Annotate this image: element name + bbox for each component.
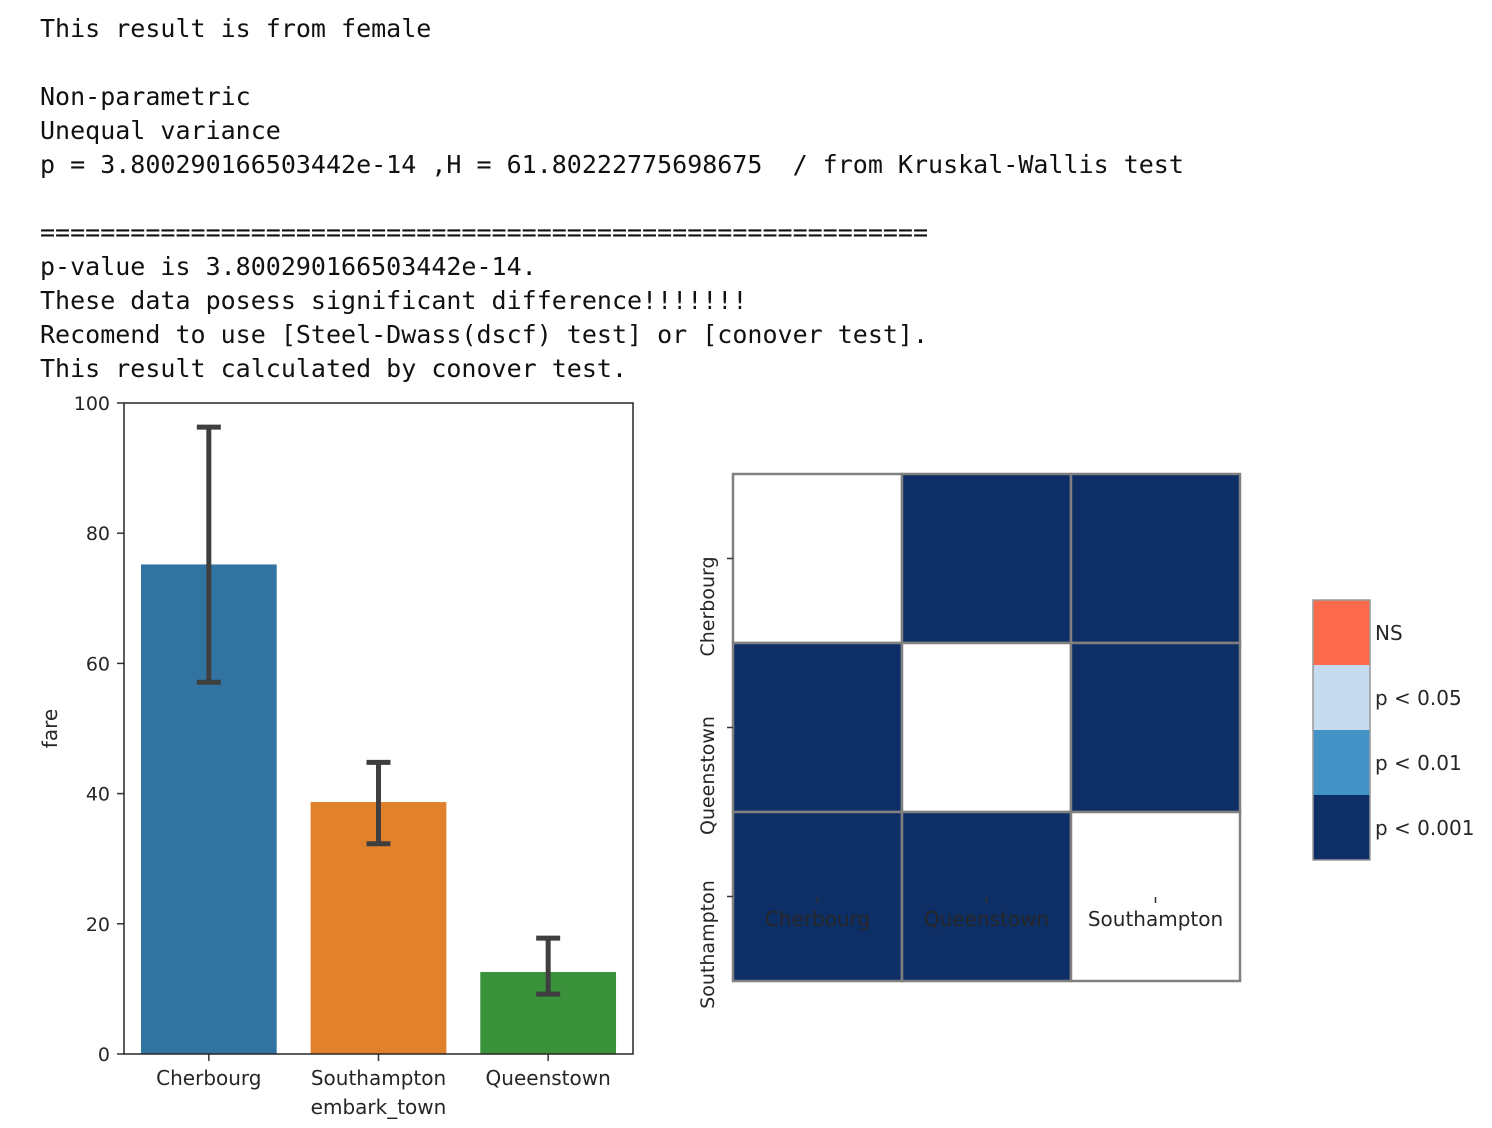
legend-label: NS	[1375, 621, 1403, 645]
row-label: Cherbourg	[697, 556, 719, 656]
col-label: Queenstown	[924, 907, 1049, 931]
legend-swatch	[1313, 600, 1370, 665]
x-axis-label: embark_town	[311, 1095, 447, 1119]
legend-label: p < 0.001	[1375, 816, 1474, 840]
y-tick-label: 20	[86, 914, 110, 936]
console-line: Non-parametric	[40, 82, 251, 111]
console-line: p = 3.800290166503442e-14 ,H = 61.802227…	[40, 150, 1184, 179]
legend-frame	[1312, 599, 1371, 861]
significance-legend: NS p < 0.05 p < 0.01 p < 0.001	[1312, 599, 1474, 861]
console-line: These data posess significant difference…	[40, 286, 748, 315]
console-line: Recomend to use [Steel-Dwass(dscf) test]…	[40, 320, 929, 349]
heatmap-cell	[900, 641, 1073, 814]
legend-swatch	[1313, 730, 1370, 795]
y-tick-label: 60	[86, 653, 110, 675]
console-line: Unequal variance	[40, 116, 281, 145]
legend-swatch	[1313, 795, 1370, 860]
heatmap-cell	[1069, 641, 1242, 814]
console-line: This result calculated by conover test.	[40, 354, 627, 383]
col-label: Cherbourg	[765, 907, 870, 931]
x-tick-label: Cherbourg	[156, 1066, 261, 1090]
row-label: Queenstown	[697, 716, 719, 835]
col-label: Southampton	[1088, 907, 1223, 931]
legend-swatch	[1313, 665, 1370, 730]
console-line: ========================================…	[40, 218, 929, 247]
row-label: Southampton	[697, 880, 719, 1009]
heatmap-cell	[731, 641, 904, 814]
y-tick-label: 0	[98, 1044, 110, 1066]
heatmap-cell	[1069, 810, 1242, 983]
heatmap-cell	[900, 810, 1073, 983]
x-tick-label: Southampton	[311, 1066, 446, 1090]
y-tick-label: 80	[86, 523, 110, 545]
console-line: p-value is 3.800290166503442e-14.	[40, 252, 537, 281]
heatmap-cell	[1069, 472, 1242, 645]
plot-frame	[123, 402, 634, 1055]
legend-label: p < 0.05	[1375, 686, 1462, 710]
heatmap-cell	[731, 810, 904, 983]
y-tick-label: 40	[86, 784, 110, 806]
y-tick-label: 100	[74, 393, 110, 415]
console-line: This result is from female	[40, 14, 432, 43]
y-axis-label: fare	[38, 709, 62, 748]
bar-chart: Cherbourg Southampton Queenstown 0 20 40 60 80 1…	[38, 393, 634, 1119]
heatmap-cell	[731, 472, 904, 645]
legend-label: p < 0.01	[1375, 751, 1462, 775]
heatmap-cell	[900, 472, 1073, 645]
x-tick-label: Queenstown	[486, 1066, 611, 1090]
